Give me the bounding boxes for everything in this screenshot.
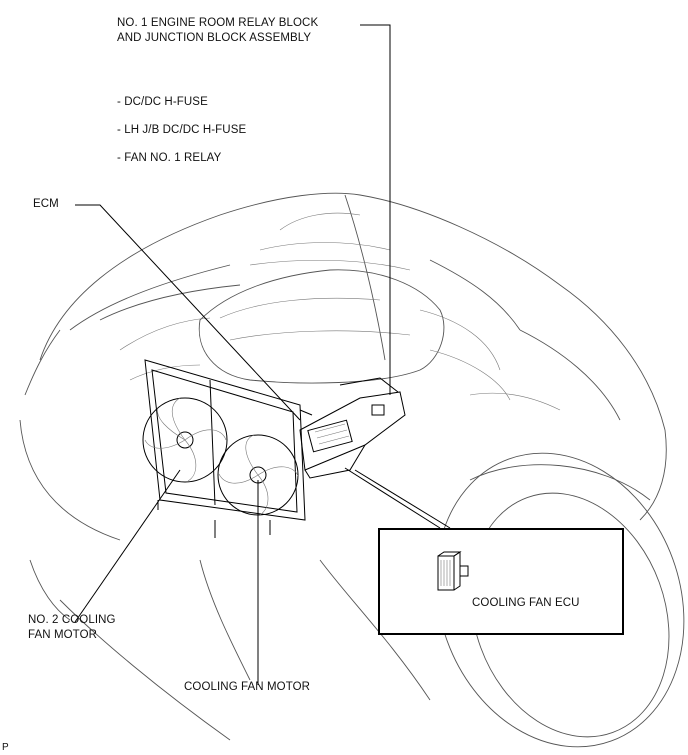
ecm-label: ECM [33, 198, 59, 210]
leader-lines [74, 24, 470, 685]
cooling-fan-motor-label: COOLING FAN MOTOR [184, 681, 311, 693]
front-wheel [435, 452, 685, 748]
no2-fan-label-line2: FAN MOTOR [28, 629, 98, 641]
cooling-fan-ecu-drawing [437, 551, 469, 591]
corner-mark: P [2, 742, 9, 753]
engine-cover [119, 212, 561, 411]
relay-block-label-line2: AND JUNCTION BLOCK ASSEMBLY [117, 32, 312, 44]
radiator-shroud [144, 359, 313, 538]
relay-block-label-line1: NO. 1 ENGINE ROOM RELAY BLOCK [117, 17, 319, 29]
relay-block-label: NO. 1 ENGINE ROOM RELAY BLOCK AND JUNCTI… [117, 16, 318, 46]
cooling-fan-ecu-inset: COOLING FAN ECU [378, 528, 624, 635]
fan-relay-label: - FAN NO. 1 RELAY [117, 152, 222, 164]
no2-fan-label-line1: NO. 2 COOLING [28, 614, 116, 626]
vehicle-body-outline [19, 192, 667, 741]
dcdc-fuse-label: - DC/DC H-FUSE [117, 96, 208, 108]
cooling-fan-ecu-label: COOLING FAN ECU [472, 597, 580, 609]
no2-cooling-fan-motor-label: NO. 2 COOLING FAN MOTOR [28, 613, 116, 643]
no2-cooling-fan [142, 397, 228, 483]
relay-block-assembly [299, 377, 406, 479]
lhjb-fuse-label: - LH J/B DC/DC H-FUSE [117, 124, 247, 136]
